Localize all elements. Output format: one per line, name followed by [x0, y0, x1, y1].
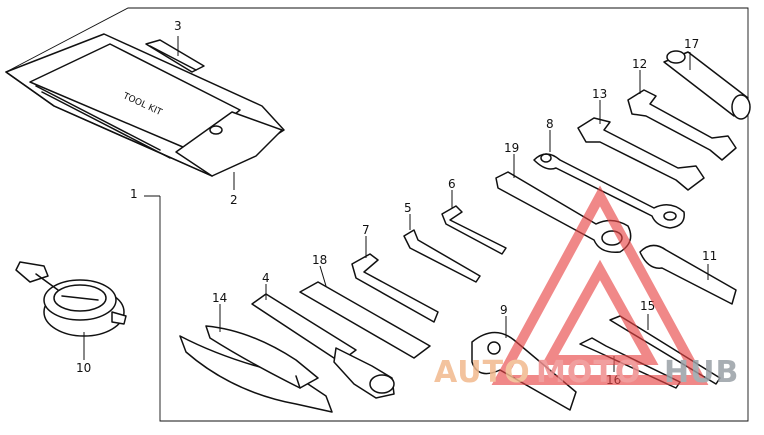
label-11: 11	[702, 249, 717, 263]
label-14: 14	[212, 291, 227, 305]
label-15: 15	[640, 299, 655, 313]
watermark: AUTO MOTO HUB	[434, 185, 739, 390]
open-end-wrench-13	[577, 117, 705, 191]
open-end-wrench-12	[627, 89, 737, 161]
spanner-wrench-11	[639, 244, 737, 305]
watermark-moto: MOTO	[536, 355, 641, 390]
box-end-wrench-8	[533, 153, 685, 229]
watermark-auto: AUTO	[434, 355, 531, 390]
label-19: 19	[504, 141, 519, 155]
hex-key-large	[351, 253, 439, 323]
label-1: 1	[130, 187, 138, 201]
label-10: 10	[76, 361, 91, 375]
watermark-hub: HUB	[664, 355, 739, 390]
label-7: 7	[362, 223, 370, 237]
pliers	[179, 325, 333, 413]
socket-wrench	[663, 50, 751, 120]
leader-lines	[83, 36, 709, 372]
label-18: 18	[312, 253, 327, 267]
tool-strap	[145, 39, 205, 73]
label-8: 8	[546, 117, 554, 131]
kit-frame	[5, 7, 749, 422]
spark-plug-wrench	[251, 293, 395, 399]
label-5: 5	[404, 201, 412, 215]
label-17: 17	[684, 37, 699, 51]
label-3: 3	[174, 19, 182, 33]
hex-key-medium	[403, 229, 481, 283]
hex-key-small	[441, 205, 507, 255]
label-9: 9	[500, 303, 508, 317]
label-12: 12	[632, 57, 647, 71]
tool-pouch: TOOL KIT	[5, 33, 285, 177]
watermark-triangle-icon	[491, 185, 709, 385]
screwdriver-handle	[299, 281, 431, 359]
label-2: 2	[230, 193, 238, 207]
pin-spanner-wrench	[471, 331, 577, 411]
label-6: 6	[448, 177, 456, 191]
label-4: 4	[262, 271, 270, 285]
label-13: 13	[592, 87, 607, 101]
tire-pressure-gauge	[15, 261, 127, 337]
